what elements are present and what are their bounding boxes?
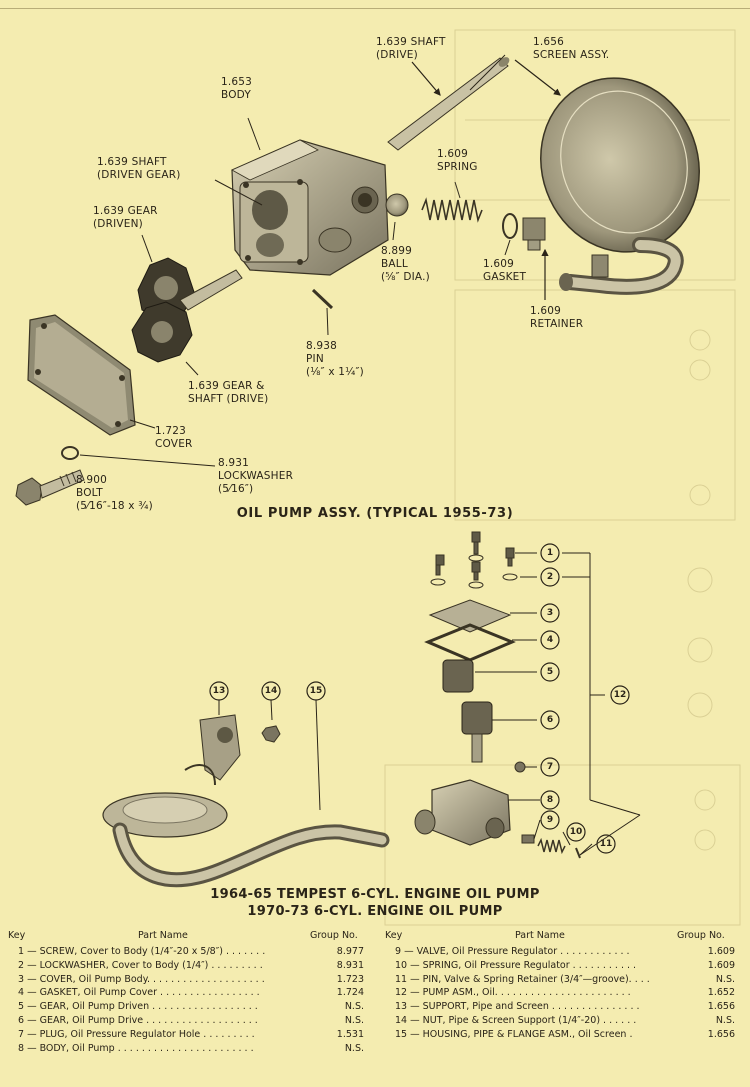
spring-part — [421, 181, 483, 223]
parts-row: 5 — GEAR, Oil Pump Driven . . . . . . . … — [18, 1001, 364, 1013]
parts-row: 12 — PUMP ASM., Oil. . . . . . . . . . .… — [395, 987, 735, 999]
label-shaft-drive: 1.639 SHAFT(DRIVE) — [376, 36, 446, 61]
parts-row: 9 — VALVE, Oil Pressure Regulator . . . … — [395, 946, 735, 957]
parts-row: 6 — GEAR, Oil Pump Drive . . . . . . . .… — [18, 1014, 364, 1026]
exploded-view-diagram — [15, 29, 741, 926]
top-rule — [0, 8, 750, 9]
callout-14: 14 — [264, 686, 278, 696]
nut-part — [261, 725, 281, 743]
lockwasher-part — [61, 446, 216, 467]
callout-10: 10 — [569, 827, 583, 837]
parts-list-right: Key Part Name Group No. 9 — VALVE, Oil P… — [385, 928, 745, 1043]
parts-row: 1 — SCREW, Cover to Body (1/4″-20 x 5/8″… — [18, 946, 364, 957]
parts-list-header: Key Part Name Group No. — [385, 930, 725, 941]
callout-5: 5 — [546, 667, 554, 677]
cover-plate-part — [27, 314, 156, 436]
lower-gears-part — [442, 659, 526, 773]
parts-row: 10 — SPRING, Oil Pressure Regulator . . … — [395, 959, 735, 971]
callout-2: 2 — [546, 572, 554, 582]
callout-8: 8 — [546, 795, 554, 805]
callout-6: 6 — [546, 715, 554, 725]
callout-13: 13 — [212, 686, 226, 696]
pump-body-part — [214, 117, 389, 276]
callout-4: 4 — [546, 635, 554, 645]
drive-shaft-part — [387, 54, 510, 151]
pipe-screen-part — [102, 764, 390, 888]
callout-leaders — [218, 552, 641, 856]
gasket-part — [502, 213, 518, 256]
retainer-part — [522, 217, 549, 300]
ball-part — [385, 193, 409, 241]
screen-assembly-part — [514, 59, 700, 295]
parts-list-header: Key Part Name Group No. — [8, 930, 358, 941]
callout-12: 12 — [613, 690, 627, 700]
callout-1: 1 — [546, 548, 554, 558]
parts-list-left: Key Part Name Group No. 1 — SCREW, Cover… — [8, 928, 368, 1056]
callout-3: 3 — [546, 608, 554, 618]
title-6cyl-oil-pump: 1964-65 TEMPEST 6-CYL. ENGINE OIL PUMP 1… — [210, 887, 540, 919]
label-gear-driven: 1.639 GEAR(DRIVEN) — [93, 205, 158, 230]
lower-cover-part — [424, 599, 516, 662]
lower-pump-screws — [430, 531, 518, 589]
pin-part — [311, 288, 334, 336]
parts-row: 4 — GASKET, Oil Pump Cover . . . . . . .… — [18, 987, 364, 999]
callout-circles — [209, 543, 630, 854]
parts-row: 15 — HOUSING, PIPE & FLANGE ASM., Oil Sc… — [395, 1028, 735, 1040]
title-oil-pump-assy: OIL PUMP ASSY. (TYPICAL 1955-73) — [236, 506, 514, 521]
parts-row: 11 — PIN, Valve & Spring Retainer (3/4″—… — [395, 973, 735, 985]
label-shaft-driven-gear: 1.639 SHAFT(DRIVEN GEAR) — [97, 156, 181, 181]
driven-gear-part — [137, 234, 243, 319]
drive-gear-part — [131, 301, 199, 376]
label-gear-and-shaft-drive: 1.639 GEAR &SHAFT (DRIVE) — [188, 380, 269, 405]
callout-15: 15 — [309, 686, 323, 696]
bolt-part — [15, 469, 85, 506]
lower-pump-body-part — [414, 779, 540, 846]
callout-9: 9 — [546, 815, 554, 825]
callout-11: 11 — [599, 839, 613, 849]
parts-row: 13 — SUPPORT, Pipe and Screen . . . . . … — [395, 1001, 735, 1013]
support-part — [199, 714, 241, 781]
parts-row: 8 — BODY, Oil Pump . . . . . . . . . . .… — [18, 1042, 364, 1054]
parts-row: 14 — NUT, Pipe & Screen Support (1/4″-20… — [395, 1014, 735, 1026]
parts-row: 2 — LOCKWASHER, Cover to Body (1/4″) . .… — [18, 959, 364, 971]
parts-row: 7 — PLUG, Oil Pressure Regulator Hole . … — [18, 1028, 364, 1040]
parts-row: 3 — COVER, Oil Pump Body. . . . . . . . … — [18, 973, 364, 985]
callout-7: 7 — [546, 762, 554, 772]
